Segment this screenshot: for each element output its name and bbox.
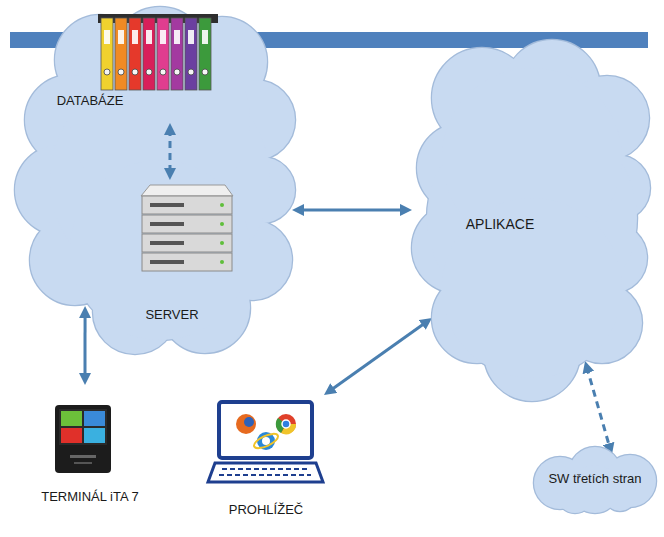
third-party-cloud: SW třetích stran [530, 445, 660, 513]
node-label: APLIKACE [466, 217, 534, 232]
laptop-icon [208, 402, 323, 482]
connector-arrow [168, 129, 171, 174]
database-node: DATABÁZE [50, 12, 220, 125]
node-label: TERMINÁL iTA 7 [41, 489, 139, 504]
connector-arrow [587, 367, 611, 449]
terminal-icon [55, 405, 111, 473]
server-icon [141, 185, 233, 271]
browser-node: PROHLÍŽEČ [210, 395, 330, 525]
application-cloud: APLIKACE [412, 38, 652, 403]
node-label: DATABÁZE [57, 93, 124, 108]
connector-arrow [329, 321, 427, 391]
connector-arrow [84, 312, 87, 379]
node-label: SW třetích stran [548, 471, 641, 486]
terminal-node: TERMINÁL iTA 7 [25, 385, 155, 515]
server-node: SERVER [60, 178, 292, 340]
connector-arrow [298, 208, 406, 211]
node-label: PROHLÍŽEČ [229, 502, 303, 517]
server-cloud [15, 7, 295, 354]
node-label: SERVER [145, 307, 198, 322]
binders-icon [98, 14, 218, 90]
